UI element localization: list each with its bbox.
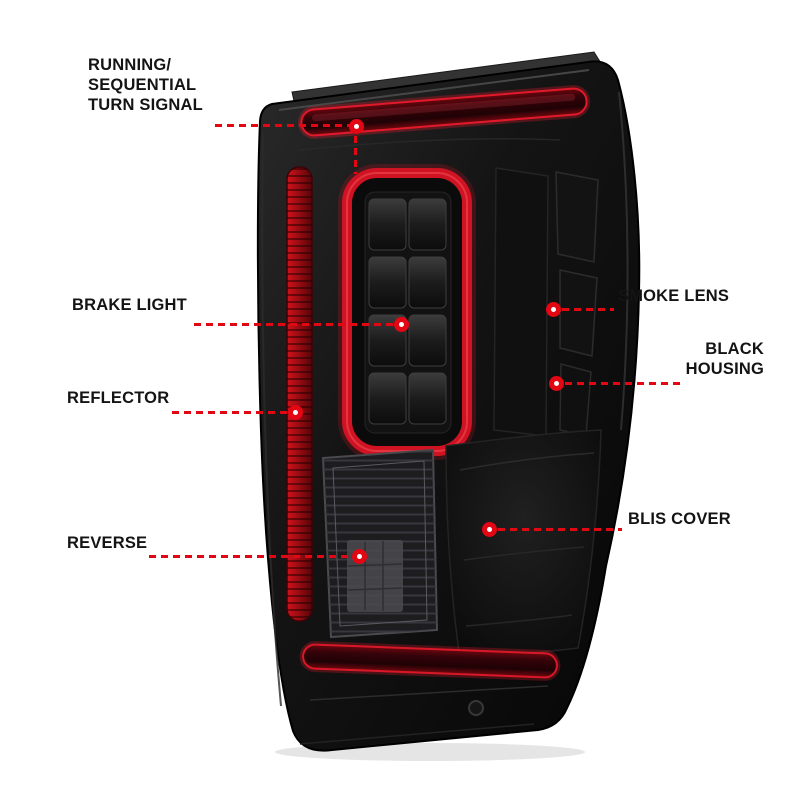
blis-cover-panel <box>445 429 602 655</box>
leader-line <box>215 124 351 127</box>
left-rim-highlight <box>261 134 282 707</box>
top-rim-highlight <box>278 69 590 111</box>
callout-dot <box>349 119 364 134</box>
side-optic-facets <box>493 167 599 437</box>
leader-line <box>172 411 288 414</box>
led-cell <box>368 198 407 251</box>
callout-dot <box>394 317 409 332</box>
callout-label-turn-signal: RUNNING/ SEQUENTIAL TURN SIGNAL <box>88 56 203 114</box>
callout-dot-core <box>487 527 492 532</box>
bottom-flange <box>299 685 549 745</box>
callout-dot-core <box>554 381 559 386</box>
reverse-lamp <box>321 448 439 639</box>
callout-label-black-housing: BLACK HOUSING <box>685 340 764 378</box>
leader-line-vertical <box>354 136 357 174</box>
side-reflector <box>286 166 313 622</box>
led-cell <box>408 372 447 425</box>
screw-hole <box>468 700 484 716</box>
callout-dot <box>288 405 303 420</box>
callout-label-reverse: REVERSE <box>67 534 148 552</box>
led-cell <box>408 256 447 309</box>
callout-label-brake-light: BRAKE LIGHT <box>72 296 187 314</box>
led-cell <box>408 314 447 367</box>
callout-dot-core <box>293 410 298 415</box>
callout-dot <box>352 549 367 564</box>
led-cell <box>368 372 407 425</box>
callout-label-blis-cover: BLIS COVER <box>628 510 731 528</box>
led-cell <box>368 256 407 309</box>
leader-line <box>498 528 622 531</box>
leader-line <box>149 555 352 558</box>
callout-label-reflector: REFLECTOR <box>67 389 170 407</box>
bottom-light-bar <box>299 641 561 681</box>
callout-dot <box>546 302 561 317</box>
leader-line <box>562 308 614 311</box>
callout-dot <box>482 522 497 537</box>
brake-light-bar <box>338 164 476 460</box>
callout-dot <box>549 376 564 391</box>
leader-line <box>194 323 394 326</box>
callout-dot-core <box>354 124 359 129</box>
top-light-bar <box>297 85 591 139</box>
led-brake-grid <box>368 198 447 425</box>
led-cell <box>408 198 447 251</box>
callout-dot-core <box>551 307 556 312</box>
callout-label-smoke-lens: SMOKE LENS <box>618 287 730 305</box>
callout-dot-core <box>357 554 362 559</box>
callout-dot-core <box>399 322 404 327</box>
lens-contour <box>299 137 561 151</box>
leader-line <box>565 382 685 385</box>
